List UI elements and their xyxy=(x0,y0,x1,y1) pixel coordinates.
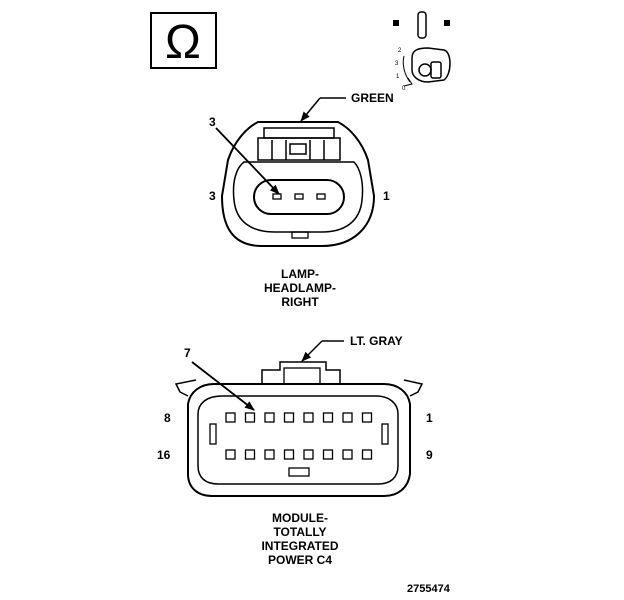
ltgray-callout-label: LT. GRAY xyxy=(350,334,403,348)
tip-bottom-cavity xyxy=(361,449,373,460)
tip-pins-bottom-row xyxy=(225,449,373,460)
module-top-right-label: 1 xyxy=(426,411,433,425)
key-position-1: 1 xyxy=(396,74,400,80)
key-position-3: 3 xyxy=(395,61,399,67)
module-top-left-label: 8 xyxy=(164,411,171,425)
pin7-callout-arrow xyxy=(191,361,255,411)
headlamp-pin-1 xyxy=(316,193,326,200)
pin3-callout-arrow xyxy=(215,127,280,195)
module-connector-name: MODULE- TOTALLY INTEGRATED POWER C4 xyxy=(261,511,339,567)
tip-bottom-cavity xyxy=(303,449,314,460)
tip-pins-top-row xyxy=(225,412,373,423)
tip-top-cavity xyxy=(264,412,275,423)
tip-top-cavity xyxy=(225,412,236,423)
module-bottom-right-label: 9 xyxy=(426,448,433,462)
tip-bottom-cavity xyxy=(244,449,256,460)
ohmmeter-icon: Ω xyxy=(150,12,217,69)
module-bottom-left-label: 16 xyxy=(157,448,171,462)
headlamp-pin-callout: 3 xyxy=(209,115,216,129)
ignition-key-icon: 2 3 1 0 xyxy=(393,11,451,92)
headlamp-connector-name: LAMP- HEADLAMP- RIGHT xyxy=(264,267,336,309)
figure-number: 2755474 xyxy=(407,583,450,595)
green-callout-label: GREEN xyxy=(351,91,394,105)
tip-top-cavity xyxy=(342,412,353,423)
tip-top-cavity xyxy=(361,412,373,423)
tip-module-connector xyxy=(174,361,424,497)
tip-bottom-cavity xyxy=(264,449,275,460)
key-position-0: 0 xyxy=(402,86,406,92)
tip-top-cavity xyxy=(283,412,295,423)
headlamp-pin-2 xyxy=(294,193,304,200)
tip-bottom-cavity xyxy=(342,449,353,460)
tip-bottom-cavity xyxy=(322,449,334,460)
ohm-symbol: Ω xyxy=(165,16,201,69)
tip-top-cavity xyxy=(322,412,334,423)
tip-top-cavity xyxy=(244,412,256,423)
tip-bottom-cavity xyxy=(225,449,236,460)
key-position-2: 2 xyxy=(398,48,402,54)
tip-top-cavity xyxy=(303,412,314,423)
headlamp-right-pin-label: 1 xyxy=(383,189,390,203)
tip-bottom-cavity xyxy=(283,449,295,460)
headlamp-pin-3 xyxy=(272,193,282,200)
headlamp-left-pin-label: 3 xyxy=(209,189,216,203)
headlamp-connector xyxy=(220,121,376,247)
module-pin-callout: 7 xyxy=(184,346,191,360)
